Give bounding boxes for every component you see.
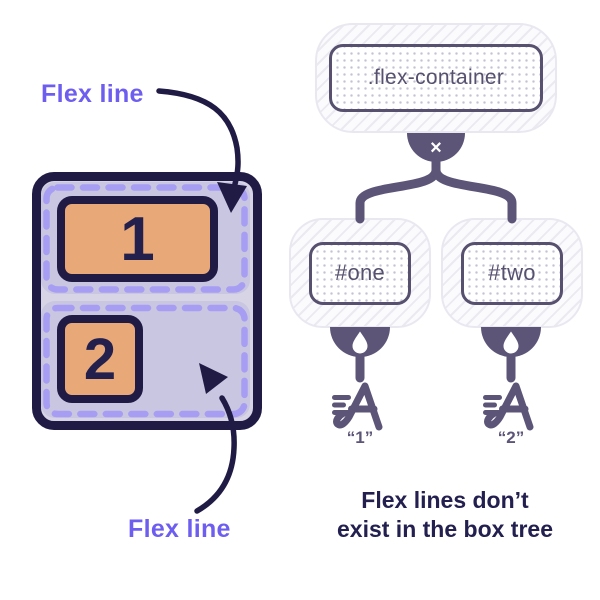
flex-line-label-top: Flex line <box>41 80 144 108</box>
tree-root-label-box: .flex-container <box>329 44 543 112</box>
text-drop-icon-one <box>330 327 390 357</box>
text-leaf-value-one: “1” <box>346 428 374 447</box>
tree-node-one-label: #one <box>334 260 386 285</box>
tree-node-two-label: #two <box>488 260 536 285</box>
flex-line-label-bottom: Flex line <box>128 515 231 543</box>
tree-node-two: #two <box>441 218 583 328</box>
caption-line-1: Flex lines don’t <box>361 487 529 513</box>
flex-item-2-number: 2 <box>83 326 117 392</box>
tree-node-one-label-box: #one <box>309 241 411 305</box>
text-run-a-icon-two <box>483 382 534 431</box>
text-leaf-value-two: “2” <box>497 428 525 447</box>
tree-node-two-label-box: #two <box>461 241 563 305</box>
tree-node-one: #one <box>289 218 431 328</box>
x-marker-icon: × <box>430 137 442 159</box>
caption-line-2: exist in the box tree <box>336 516 553 542</box>
tree-root-label: .flex-container <box>367 66 505 89</box>
caption: Flex lines don’t exist in the box tree <box>315 486 575 544</box>
flex-item-1: 1 <box>57 196 218 282</box>
flex-item-2: 2 <box>57 315 143 403</box>
text-run-a-icon-one <box>332 382 383 431</box>
text-drop-icon-two <box>481 327 541 357</box>
flex-item-1-number: 1 <box>120 204 155 274</box>
tree-root-node: .flex-container <box>315 23 557 133</box>
